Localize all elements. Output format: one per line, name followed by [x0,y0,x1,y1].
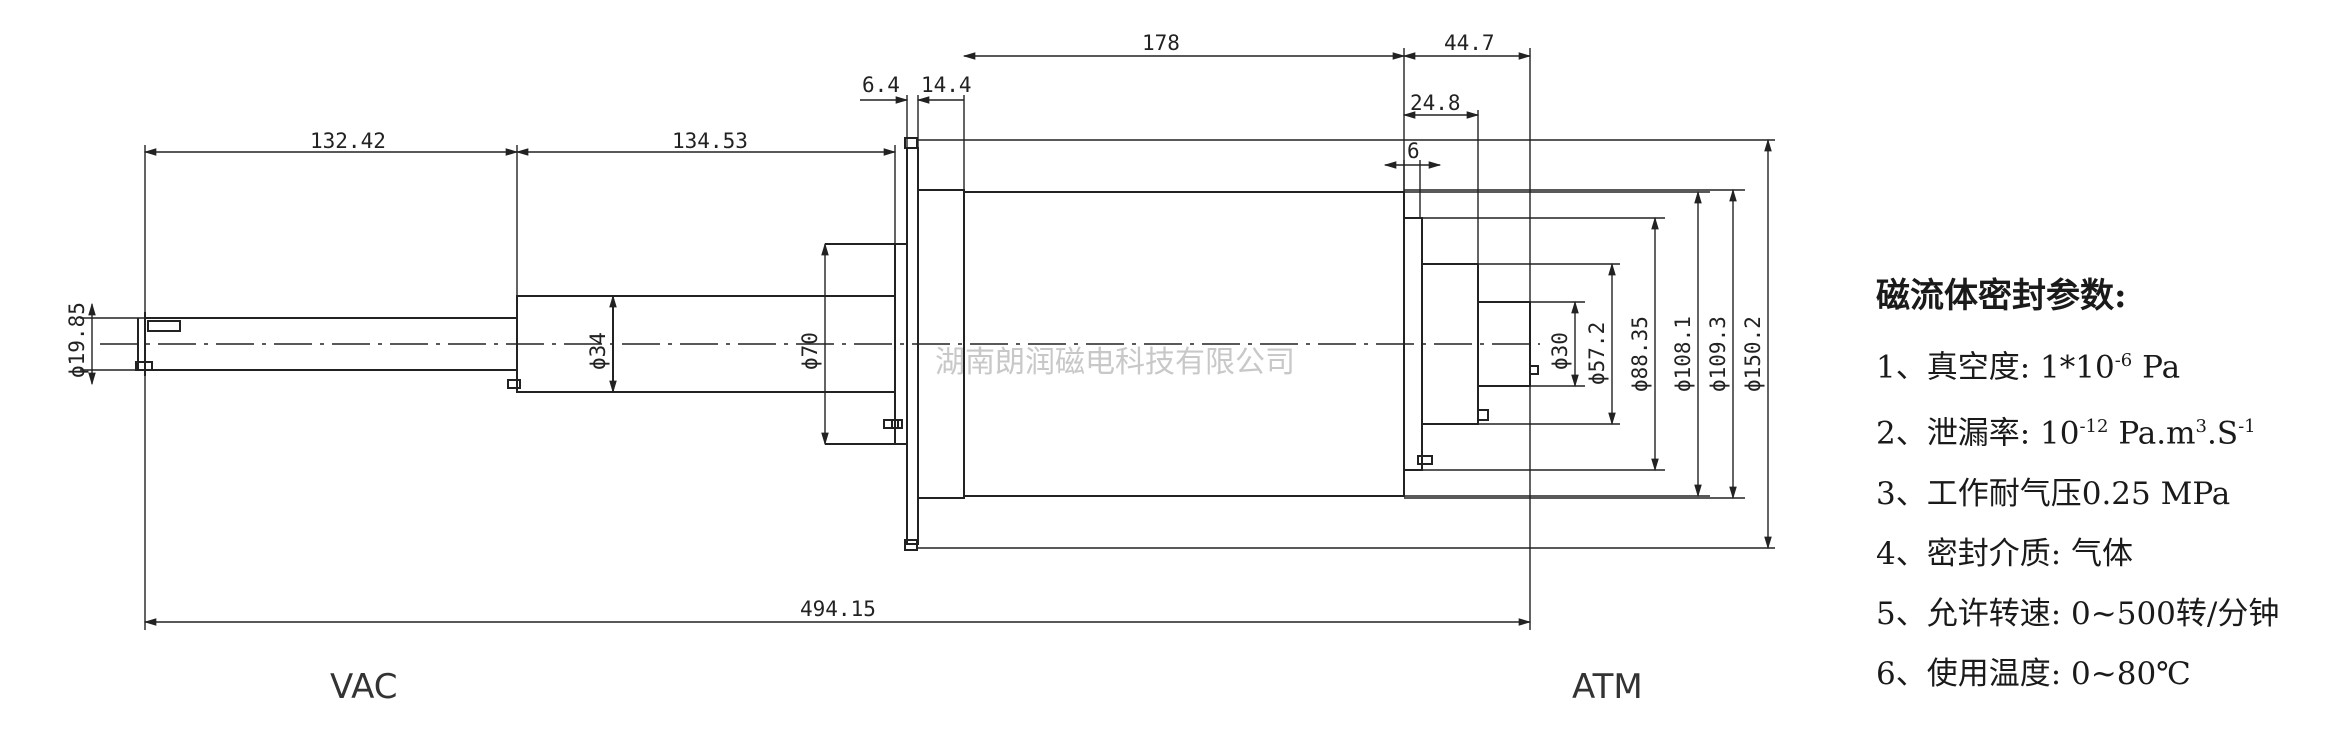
dim-text-d150-2: ϕ150.2 [1741,316,1765,392]
param-speed-text: 5、允许转速: 0~500转/分钟 [1876,595,2280,632]
dim-text-d57-2: ϕ57.2 [1585,322,1609,385]
watermark: 湖南朗润磁电科技有限公司 [935,345,1295,380]
extension-lines [80,48,1775,630]
param-pressure: 3、工作耐气压0.25 MPa [1876,464,2346,524]
param-temperature-text: 6、使用温度: 0~80℃ [1876,655,2191,692]
param-leak-exp3: -1 [2238,416,2256,438]
param-leak-exp2: 3 [2195,416,2207,438]
dim-text-d19-85: ϕ19.85 [65,302,89,378]
atm-label: ATM [1572,667,1643,707]
dim-text-494-15: 494.15 [800,597,876,621]
seal-parameters-panel: 磁流体密封参数: 1、真空度: 1*10-6 Pa 2、泄漏率: 10-12 P… [1876,268,2346,704]
param-vacuum: 1、真空度: 1*10-6 Pa [1876,331,2346,397]
param-leak-unit-b: .S [2206,415,2239,452]
dim-text-14-4: 14.4 [921,73,972,97]
param-vacuum-text: 1、真空度: 1*10 [1876,349,2115,386]
param-leak-unit-a: Pa.m [2108,415,2196,452]
param-leak-text: 2、泄漏率: 10 [1876,415,2080,452]
param-vacuum-exp: -6 [2114,350,2133,371]
param-pressure-text: 3、工作耐气压0.25 MPa [1876,475,2231,512]
dim-text-134-53: 134.53 [672,129,748,153]
param-medium-text: 4、密封介质: 气体 [1876,535,2134,572]
params-title: 磁流体密封参数: [1876,276,2127,316]
vac-label: VAC [330,667,398,707]
param-speed: 5、允许转速: 0~500转/分钟 [1876,584,2346,644]
param-vacuum-unit: Pa [2132,349,2181,386]
dim-text-d109-3: ϕ109.3 [1706,316,1730,392]
dim-text-132-42: 132.42 [310,129,386,153]
dim-text-6: 6 [1407,139,1420,163]
dim-text-44-7: 44.7 [1444,31,1495,55]
param-leak-rate: 2、泄漏率: 10-12 Pa.m3.S-1 [1876,397,2346,463]
dim-text-24-8: 24.8 [1410,91,1461,115]
param-temperature: 6、使用温度: 0~80℃ [1876,644,2346,704]
param-medium: 4、密封介质: 气体 [1876,524,2346,584]
dim-text-178: 178 [1142,31,1180,55]
dim-text-d70: ϕ70 [798,332,822,370]
param-leak-exp: -12 [2079,416,2109,438]
dim-text-6-4: 6.4 [862,73,900,97]
dim-text-d108-1: ϕ108.1 [1671,316,1695,392]
dim-text-d88-35: ϕ88.35 [1628,316,1652,392]
dim-text-d30: ϕ30 [1548,332,1572,370]
dim-text-d34: ϕ34 [586,332,610,370]
